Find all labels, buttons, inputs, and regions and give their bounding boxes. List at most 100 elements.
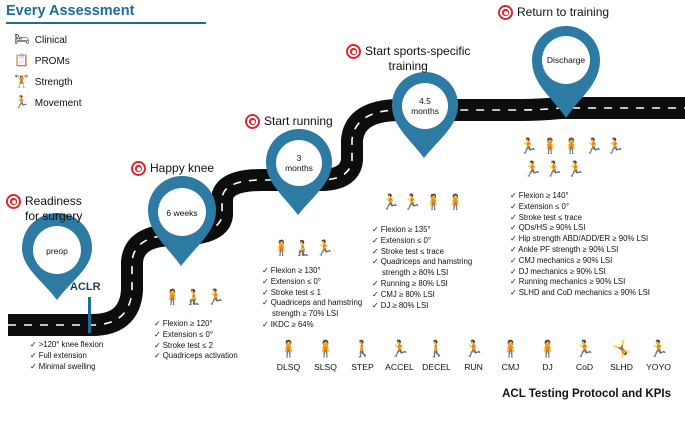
legend-label: Movement <box>34 98 82 109</box>
criterion: Hip strength ABD/ADD/ER ≥ 90% LSI <box>510 234 650 245</box>
criterion: Flexion ≥ 120° <box>154 319 238 330</box>
criterion: Running ≥ 80% LSI <box>372 279 472 290</box>
test-cod: 🏃CoD <box>566 340 603 372</box>
pin-4-5-months <box>392 72 458 158</box>
test-label: DLSQ <box>276 362 301 372</box>
criterion: DJ ≥ 80% LSI <box>372 301 472 312</box>
test-label: CoD <box>575 362 594 372</box>
clinical-icon: 🛏 <box>14 32 30 46</box>
criterion: Flexion ≥ 135° <box>372 225 472 236</box>
milestone-readiness-title: Readiness for surgery <box>6 194 82 224</box>
criterion: >120° knee flexion <box>30 340 103 351</box>
milestone-title-line: Happy knee <box>150 161 215 175</box>
return-movement-icons-row2: 🏃🏃🏃 <box>523 161 589 178</box>
milestone-sports-title: Start sports-specific training <box>346 44 470 74</box>
criteria-sports-specific: Flexion ≥ 135° Extension ≤ 0° Stroke tes… <box>372 225 472 311</box>
target-icon <box>498 5 513 21</box>
legend-item-movement: 🏃 Movement <box>14 95 81 109</box>
milestone-title-line: Start running <box>264 114 333 128</box>
criterion-continuation: strength ≥ 80% LSI <box>382 268 449 278</box>
criterion: Stroke test ≤ trace <box>372 247 472 258</box>
test-step: 🚶STEP <box>344 340 381 372</box>
milestone-title-line: Readiness <box>25 194 82 208</box>
target-icon <box>346 44 361 60</box>
test-slsq: 🧍SLSQ <box>307 340 344 372</box>
test-label: DECEL <box>422 362 451 372</box>
legend-title: Every Assessment <box>6 3 135 19</box>
pin-label-discharge: Discharge <box>546 55 586 65</box>
criterion: Quadriceps and hamstring <box>262 298 362 309</box>
single-leg-squat-icon: 🧍 <box>315 341 336 358</box>
target-icon <box>6 194 21 210</box>
footer-title: ACL Testing Protocol and KPIs <box>502 388 671 400</box>
cmj-icon: 🧍 <box>500 341 521 358</box>
criteria-readiness: >120° knee flexion Full extension Minima… <box>30 340 103 372</box>
legend-item-strength: 🏋 Strength <box>14 74 73 88</box>
test-row: 🧍DLSQ 🧍SLSQ 🚶STEP 🏃ACCEL 🚶DECEL 🏃RUN 🧍CM… <box>270 340 677 372</box>
sports-movement-icons: 🏃🏃🧍🧍 <box>381 194 468 211</box>
test-label: YOYO <box>646 362 671 372</box>
test-decel: 🚶 DECEL <box>418 340 455 372</box>
return-movement-icons-row1: 🏃🧍🧍🏃🏃 <box>519 138 628 155</box>
criterion: SLHD and CoD mechanics ≥ 90% LSI <box>510 288 650 299</box>
winding-road <box>8 97 685 336</box>
test-label: SLHD <box>610 362 633 372</box>
criterion: Minimal swelling <box>30 362 103 373</box>
test-dj: 🧍DJ <box>529 340 566 372</box>
legend-label: Clinical <box>34 35 68 46</box>
criterion: Stroke test ≤ 2 <box>154 341 238 352</box>
criterion: Stroke test ≤ trace <box>510 213 650 224</box>
pin-label-line: months <box>285 163 313 173</box>
milestone-start-running-title: Start running <box>245 114 333 130</box>
milestone-title-line: Start sports-specific <box>365 44 471 58</box>
criterion: IKDC ≥ 64% <box>262 320 362 331</box>
proms-icon: 📋 <box>14 53 29 67</box>
criterion: Quadriceps activation <box>154 351 238 362</box>
criterion-continuation: strength ≥ 70% LSI <box>272 309 339 319</box>
legend-label: PROMs <box>34 56 70 67</box>
strength-icon: 🏋 <box>14 74 29 88</box>
criterion: DJ mechanics ≥ 90% LSI <box>510 267 650 278</box>
test-label: RUN <box>464 362 483 372</box>
target-icon <box>131 161 146 177</box>
test-yoyo: 🏃YOYO <box>640 340 677 372</box>
criteria-start-running: Flexion ≥ 130° Extension ≤ 0° Stroke tes… <box>262 266 362 331</box>
criterion: Full extension <box>30 351 103 362</box>
pin-label-6-weeks: 6 weeks <box>166 208 198 218</box>
movement-icon: 🏃 <box>14 95 29 109</box>
criteria-return-to-training: Flexion ≥ 140° Extension ≤ 0° Stroke tes… <box>510 191 650 299</box>
test-slhd: 🤸SLHD <box>603 340 640 372</box>
criterion: CMJ mechanics ≥ 90% LSI <box>510 256 650 267</box>
legend-divider <box>6 22 206 24</box>
criterion: QDs/HS ≥ 90% LSI <box>510 223 650 234</box>
pin-preop <box>22 213 92 300</box>
criterion: Running mechanics ≥ 90% LSI <box>510 277 650 288</box>
milestone-happy-knee-title: Happy knee <box>131 161 215 177</box>
criterion: Extension ≤ 0° <box>154 330 238 341</box>
milestone-title-line: for surgery <box>25 209 83 224</box>
accel-icon: 🏃 <box>389 341 410 358</box>
criterion: Stroke test ≤ 1 <box>262 288 362 299</box>
pin-discharge <box>532 26 600 118</box>
pin-6-weeks <box>148 176 216 266</box>
criterion: CMJ ≥ 80% LSI <box>372 290 472 301</box>
legend-item-clinical: 🛏 Clinical <box>14 32 67 46</box>
pin-label-line: 4.5 <box>419 96 431 106</box>
milestone-title-line: Return to training <box>517 5 610 19</box>
aclr-label: ACLR <box>70 281 101 293</box>
happy-knee-movement-icons: 🧍🧎🏃 <box>163 289 229 306</box>
legend-label: Strength <box>34 77 73 88</box>
decel-icon: 🚶 <box>426 341 447 358</box>
criterion: Extension ≤ 0° <box>510 202 650 213</box>
step-icon: 🚶 <box>352 341 373 358</box>
criterion: Quadriceps and hamstring <box>372 257 472 268</box>
target-icon <box>245 114 260 130</box>
test-dlsq: 🧍DLSQ <box>270 340 307 372</box>
criterion: Extension ≤ 0° <box>372 236 472 247</box>
legend-item-proms: 📋 PROMs <box>14 53 70 67</box>
pin-label-line: 3 <box>296 153 302 163</box>
pin-label-preop: preop <box>46 246 68 256</box>
pin-label-3-months: 3 months <box>276 153 322 173</box>
run-icon: 🏃 <box>463 341 484 358</box>
